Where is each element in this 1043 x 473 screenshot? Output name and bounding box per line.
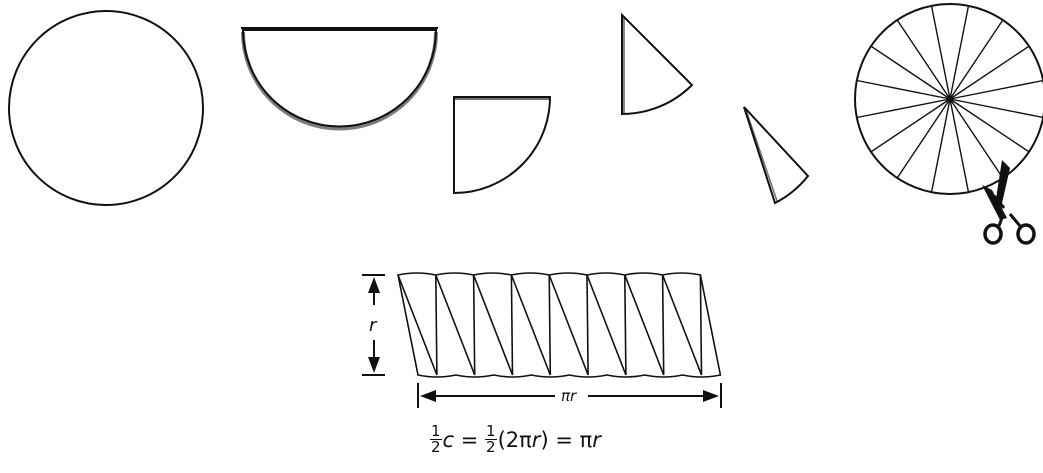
sector-edge bbox=[699, 274, 703, 376]
half-circle bbox=[241, 27, 438, 131]
sector-edge bbox=[586, 274, 589, 376]
scissors-icon bbox=[982, 160, 1036, 245]
sector-spoke bbox=[870, 98, 951, 153]
formula-paren-close: ) bbox=[540, 427, 549, 452]
sector-spoke bbox=[949, 5, 970, 100]
sector-edge bbox=[548, 274, 552, 376]
sector-edge bbox=[472, 274, 476, 376]
sector-spoke bbox=[856, 98, 951, 119]
radius-label: r bbox=[369, 315, 378, 336]
sector-spoke bbox=[896, 19, 951, 100]
height-arrow bbox=[362, 274, 385, 376]
sector-spoke bbox=[949, 45, 1030, 100]
sector-edge bbox=[397, 274, 438, 376]
sector-edge bbox=[586, 274, 627, 376]
fraction-denominator: 2 bbox=[486, 438, 496, 456]
sector-edge bbox=[661, 274, 665, 376]
formula-fraction-1: 1 2 bbox=[430, 424, 442, 455]
sector-edge bbox=[624, 274, 665, 376]
sector-edge bbox=[624, 274, 627, 376]
sector-edge bbox=[435, 274, 476, 376]
sector-edge bbox=[435, 274, 438, 376]
fraction-numerator: 1 bbox=[430, 422, 442, 440]
sector-edge bbox=[472, 274, 514, 376]
sector-spoke bbox=[930, 5, 951, 100]
sector-edge bbox=[661, 274, 703, 376]
formula-equals-2: = π bbox=[548, 427, 593, 452]
formula-radius-2: r bbox=[592, 427, 601, 452]
formula-radius-1: r bbox=[531, 427, 541, 452]
full-circle bbox=[8, 10, 204, 206]
sector-spoke bbox=[856, 79, 951, 100]
eighth-circle-wedge bbox=[621, 12, 694, 116]
sector-edge bbox=[510, 274, 552, 376]
fraction-numerator: 1 bbox=[485, 422, 497, 440]
sector-spoke bbox=[949, 19, 1004, 100]
sector-spoke bbox=[949, 98, 970, 193]
sector-spoke bbox=[870, 45, 951, 100]
sector-spoke bbox=[949, 98, 1030, 153]
sector-edge bbox=[510, 274, 514, 376]
sector-spoke bbox=[949, 79, 1043, 100]
formula-circumference: c bbox=[442, 427, 455, 452]
area-formula: 1 2 c = 1 2 (2π r ) = π r bbox=[430, 424, 601, 455]
sectored-circle bbox=[854, 3, 1043, 195]
formula-paren-open: (2π bbox=[497, 427, 532, 452]
length-arrow bbox=[417, 383, 722, 408]
sixteenth-circle-wedge bbox=[743, 106, 810, 205]
quarter-circle bbox=[453, 96, 552, 195]
sector-spoke bbox=[949, 98, 1004, 179]
sector-spoke bbox=[896, 98, 951, 179]
length-label: πr bbox=[561, 387, 577, 405]
sector-spoke bbox=[949, 98, 1043, 119]
formula-fraction-2: 1 2 bbox=[485, 424, 497, 455]
sector-strip-outline bbox=[397, 272, 722, 378]
fraction-denominator: 2 bbox=[431, 438, 441, 456]
sector-edge bbox=[548, 274, 589, 376]
sector-spoke bbox=[930, 98, 951, 193]
rearranged-sectors bbox=[397, 272, 722, 378]
formula-equals-1: = bbox=[454, 427, 486, 452]
